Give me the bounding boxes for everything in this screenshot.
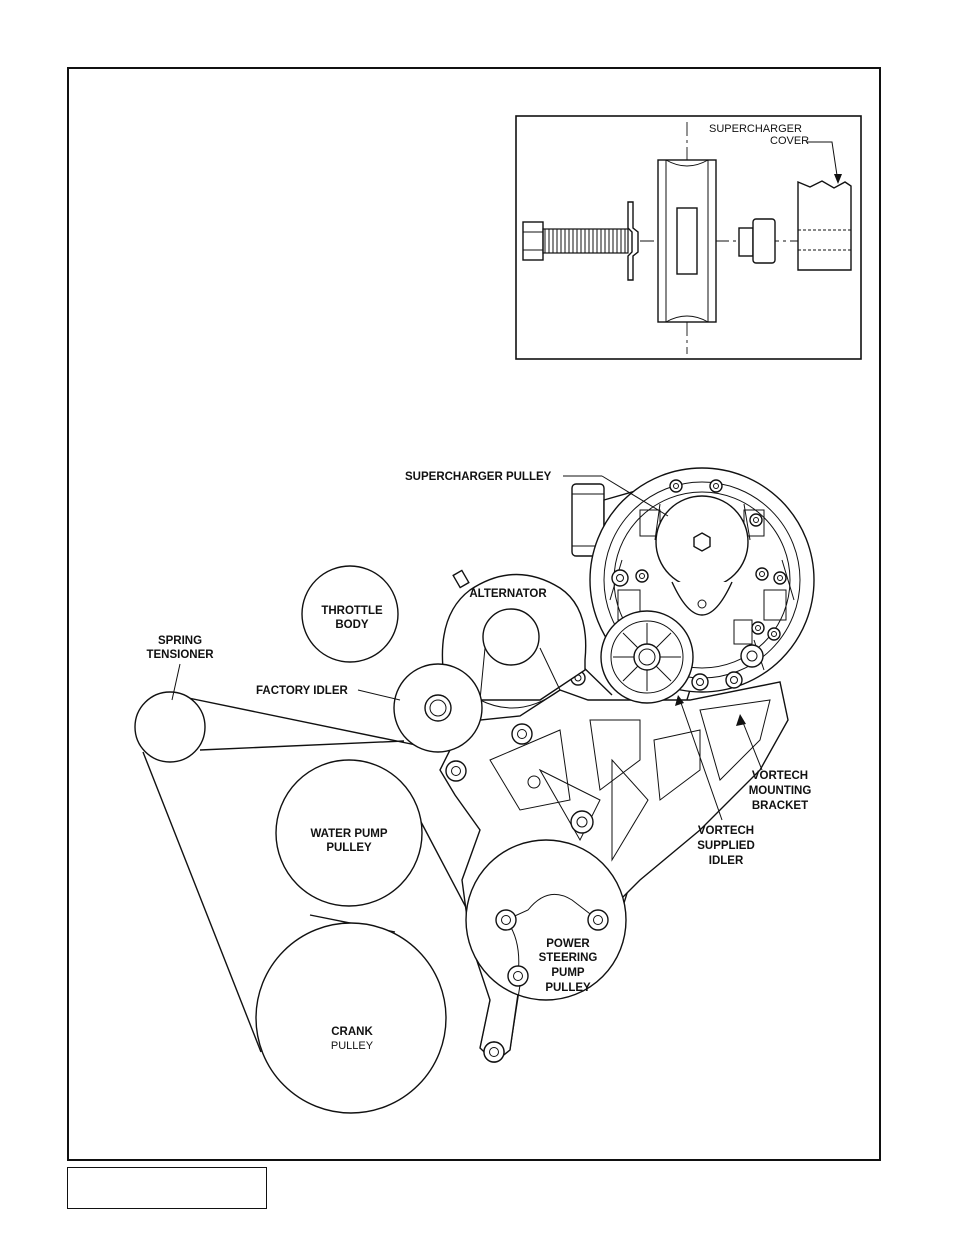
vortech-idler-label-line2: SUPPLIED [697,840,755,852]
bolt-head-icon [670,480,682,492]
bolt-head-icon [750,514,762,526]
factory-idler-leader [358,690,400,700]
factory-idler [394,664,482,752]
cover-leader-arrow [806,142,838,182]
power-steering-label-line2: STEERING [539,952,598,964]
bolt-head-icon [692,674,708,690]
vortech-idler-label-line3: IDLER [709,855,744,867]
inset-idler-pulley-icon [658,160,716,322]
supercharger-cover-label-line1: SUPERCHARGER [709,123,802,135]
bolt-head-icon [741,645,763,667]
bolt-head-icon [612,570,628,586]
vortech-bracket-label-line2: MOUNTING [749,785,812,797]
spring-tensioner-label-line1: SPRING [158,635,202,647]
bolt-head-icon [752,622,764,634]
inset-detail: SUPERCHARGER COVER [516,116,861,359]
crank-label-line2: PULLEY [331,1040,374,1052]
bolt-head-icon [756,568,768,580]
bolt-head-icon [774,572,786,584]
spring-tensioner-label-line2: TENSIONER [146,649,214,661]
supercharger-pulley-label: SUPERCHARGER PULLEY [405,471,552,483]
power-steering-label-line1: POWER [546,938,590,950]
power-steering-label-line4: PULLEY [545,982,591,994]
vortech-bracket-label-line1: VORTECH [752,770,808,782]
water-pump-label-line1: WATER PUMP [310,828,387,840]
bolt-head-icon [446,761,466,781]
power-steering-label-line3: PUMP [551,967,585,979]
bolt-head-icon [726,672,742,688]
spring-tensioner [135,692,205,762]
bolt-head-icon [571,811,593,833]
bolt-icon [523,222,628,260]
vortech-supplied-idler [601,611,693,703]
water-pump-label-line2: PULLEY [326,842,372,854]
washer-icon [628,202,638,280]
throttle-body-label-line1: THROTTLE [321,605,383,617]
crank-label-line1: CRANK [331,1026,373,1038]
figure-caption-box [67,1167,267,1209]
vortech-bracket-label-line3: BRACKET [752,800,808,812]
bushing-icon [739,219,775,263]
bolt-head-icon [636,570,648,582]
supercharger-cover-section [798,181,851,270]
factory-idler-label: FACTORY IDLER [256,685,348,697]
bolt-head-icon [710,480,722,492]
vortech-idler-label-line1: VORTECH [698,825,754,837]
crank-pulley [256,923,446,1113]
supercharger-cover-label-line2: COVER [770,135,809,147]
bolt-head-icon [512,724,532,744]
alternator-label: ALTERNATOR [469,588,547,600]
bolt-head-icon [768,628,780,640]
throttle-body-label-line2: BODY [335,619,369,631]
